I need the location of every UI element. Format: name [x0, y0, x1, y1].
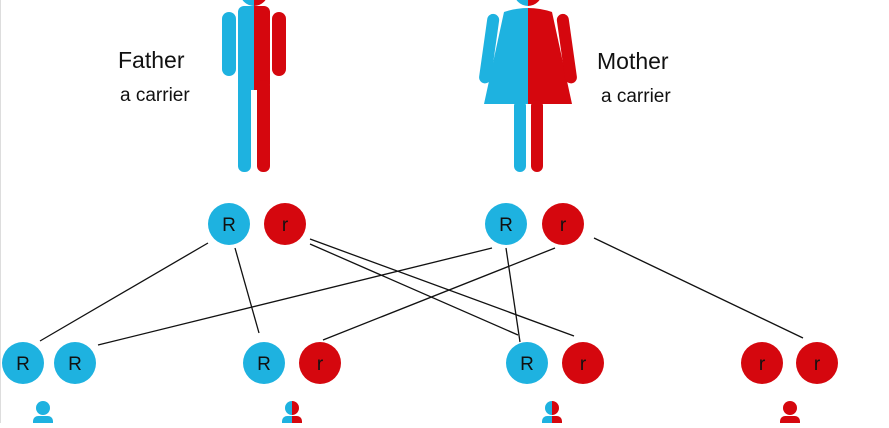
child-2-figure-icon [282, 401, 302, 428]
offspring-1-allele-2: R [54, 342, 96, 384]
offspring-2-allele-1: R [243, 342, 285, 384]
inheritance-line [309, 243, 519, 336]
inheritance-line [322, 247, 556, 341]
svg-text:R: R [16, 354, 30, 375]
father-title: Father [118, 47, 185, 73]
child-1-figure-icon [33, 401, 53, 428]
offspring-1-allele-1: R [2, 342, 44, 384]
child-3-figure-icon [542, 401, 562, 428]
offspring-4-allele-2: r [796, 342, 838, 384]
mother-allele-1: R [485, 203, 527, 245]
child-4-figure-icon [780, 401, 800, 428]
offspring-2-allele-2: r [299, 342, 341, 384]
offspring-4-allele-1: r [741, 342, 783, 384]
svg-text:r: r [580, 354, 587, 375]
mother-status: a carrier [601, 86, 671, 107]
svg-text:R: R [499, 215, 513, 236]
mother-title: Mother [597, 48, 669, 74]
inheritance-line [97, 247, 493, 346]
svg-text:r: r [814, 354, 821, 375]
parent-alleles: R r R r [208, 203, 584, 245]
father-status: a carrier [120, 85, 190, 106]
mother-allele-2: r [542, 203, 584, 245]
inheritance-lines [39, 237, 804, 346]
inheritance-line [39, 242, 209, 342]
svg-text:R: R [257, 354, 271, 375]
inheritance-line [234, 247, 260, 334]
svg-text:R: R [520, 354, 534, 375]
svg-text:R: R [68, 354, 82, 375]
offspring-figures [33, 401, 800, 428]
svg-text:R: R [222, 215, 236, 236]
father-allele-1: R [208, 203, 250, 245]
offspring-3-allele-2: r [562, 342, 604, 384]
inheritance-line [593, 237, 804, 339]
father-figure-icon [222, 0, 286, 172]
father-allele-2: r [264, 203, 306, 245]
svg-text:r: r [759, 354, 766, 375]
svg-text:r: r [560, 215, 567, 236]
svg-text:r: r [317, 354, 324, 375]
inheritance-line [505, 247, 521, 343]
left-border [0, 0, 1, 423]
offspring-3-allele-1: R [506, 342, 548, 384]
offspring-genotypes: R R R r R r [2, 342, 838, 384]
svg-text:r: r [282, 215, 289, 236]
mother-figure-icon [479, 0, 577, 172]
inheritance-line [309, 238, 575, 337]
